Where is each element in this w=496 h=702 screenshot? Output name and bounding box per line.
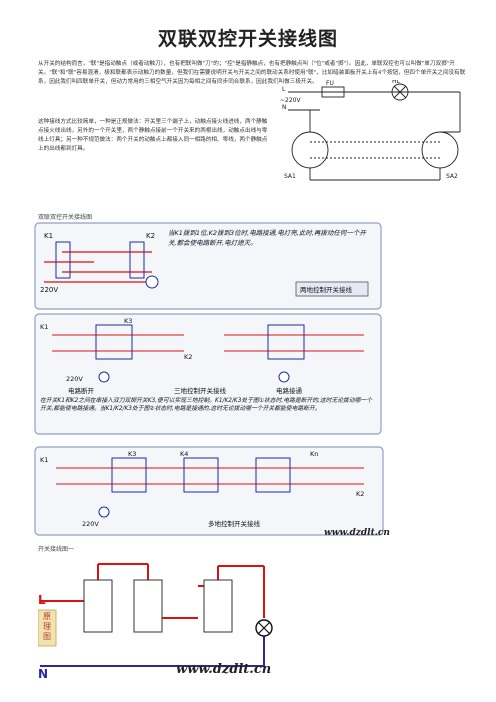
voltage-label-2: 220V [40,286,58,294]
n-label: N [282,104,287,111]
k3-label-3: K3 [124,317,132,325]
voltage-label-4: 220V [82,520,99,528]
intro-paragraph: 从开关的结构而言，"联"是指动触点（或者动触刀），也有把联叫做"刀"的；"控"是… [38,61,466,85]
k2-label-3: K2 [184,353,192,361]
three-way-note: 在开关K1和K2之间在串接入双刀双掷开关K3,便可以实现三地控制。K1/K2/K… [40,398,373,412]
caption-1: 双联双控开关接线图 [38,214,93,221]
figure-principle: L N 原理图 [38,563,273,681]
figure-basic-schematic: FU HL L N ~220V SA1 SA2 [280,80,461,181]
page-title: 双联双控开关接线图 [157,28,338,50]
watermark-1: www.dzdlt.cn [324,528,390,538]
hl-label: HL [392,80,401,85]
two-way-note: 当K1拨到1位,K2拨到3位时,电路接通,电灯亮,此时,再拨动任何一个开关,都会… [168,229,366,247]
n-line-label: N [38,667,48,681]
l-label: L [282,86,286,93]
sa2-label: SA2 [446,173,458,180]
multi-way-title: 多地控制开关接线 [208,519,261,528]
figure-multi-way: K1 K3 K4 Kn K2 220V 多地控制开关接线 [34,446,384,536]
k1-label-3: K1 [40,323,48,331]
figure-two-way: K1 K2 220V 当K1拨到1位,K2拨到3位时,电路接通,电灯亮,此时,再… [34,222,382,310]
k4-label-4: K4 [180,450,188,458]
k1-label: K1 [44,232,53,240]
circuit-open-label: 电路断开 [68,386,95,395]
circuit-closed-label: 电路接通 [276,386,303,395]
three-way-title: 三地控制开关接线 [174,386,227,395]
voltage-label-3: 220V [66,375,83,383]
sa1-label: SA1 [284,173,296,180]
k2-label-4: K2 [356,490,364,498]
principle-stamp: 原理图 [43,612,51,641]
wiring-paragraph: 这种接线方式比较简单，一种是正规做法：开关里三个端子上，动触点接火线进线，两个静… [38,119,268,152]
figure-three-way: K1 K3 K2 220V 电路断开 三地控制开关接线 电路接通 在开关K1和K… [34,313,382,435]
k2-label: K2 [146,232,155,240]
k1-label-4: K1 [40,456,48,464]
two-way-box-title: 两地控制开关接线 [300,285,353,294]
l-line-label: L [38,593,46,607]
watermark-2: www.dzdlt.cn [176,662,272,677]
fu-label: FU [326,80,334,87]
caption-2: 开关接线图一 [38,546,75,553]
kn-label-4: Kn [310,450,318,458]
k3-label-4: K3 [128,450,136,458]
voltage-label: ~220V [280,97,301,104]
